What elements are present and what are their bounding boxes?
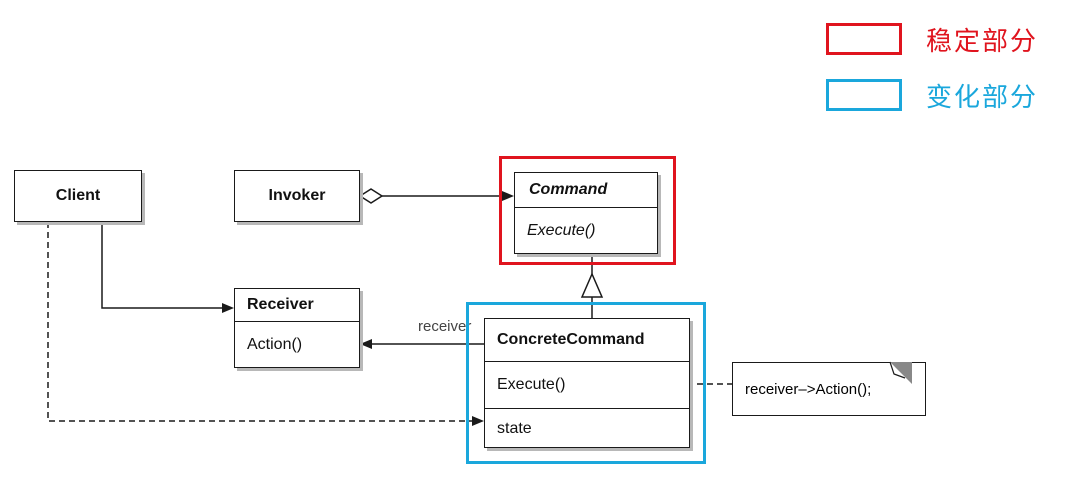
concrete-receiver-association	[360, 339, 484, 349]
class-command: Command Execute()	[514, 172, 658, 254]
legend-label-variable: 变化部分	[926, 82, 1039, 113]
note-text: receiver–>Action();	[745, 380, 872, 398]
class-name: ConcreteCommand	[497, 331, 645, 348]
legend-swatch-variable	[826, 79, 902, 111]
client-concrete-dependency	[47, 222, 484, 426]
legend-item-variable: 变化部分	[826, 76, 1038, 114]
class-operation: Execute()	[485, 361, 689, 408]
variable-part-highlight	[466, 302, 706, 464]
note-fold-corner-icon	[890, 362, 912, 384]
class-attribute: state	[485, 408, 689, 449]
class-name: Receiver	[247, 296, 314, 313]
invoker-command-aggregation	[358, 188, 514, 204]
arrowhead-icon	[502, 191, 514, 201]
class-name: Client	[55, 187, 101, 204]
class-concrete-command: ConcreteCommand Execute() state	[484, 318, 690, 448]
stable-part-highlight	[499, 156, 676, 265]
arrowhead-icon	[472, 416, 484, 426]
client-receiver-line	[101, 222, 225, 309]
class-name: Command	[529, 181, 608, 198]
class-operation: Action()	[235, 321, 359, 368]
legend-item-stable: 稳定部分	[826, 20, 1038, 58]
client-concrete-dashed-line	[47, 222, 474, 422]
arrowhead-icon	[222, 303, 234, 313]
note-fold-flap-icon	[889, 361, 906, 379]
class-operation: Execute()	[515, 207, 657, 254]
class-receiver: Receiver Action()	[234, 288, 360, 368]
class-name: Invoker	[268, 187, 326, 204]
class-client: Client	[14, 170, 142, 222]
client-receiver-association	[101, 222, 234, 313]
class-invoker: Invoker	[234, 170, 360, 222]
legend-label-stable: 稳定部分	[926, 26, 1039, 57]
legend-swatch-stable	[826, 23, 902, 55]
receiver-role-label: receiver	[418, 318, 472, 335]
note-box: receiver–>Action();	[732, 362, 926, 416]
arrowhead-icon	[360, 339, 372, 349]
